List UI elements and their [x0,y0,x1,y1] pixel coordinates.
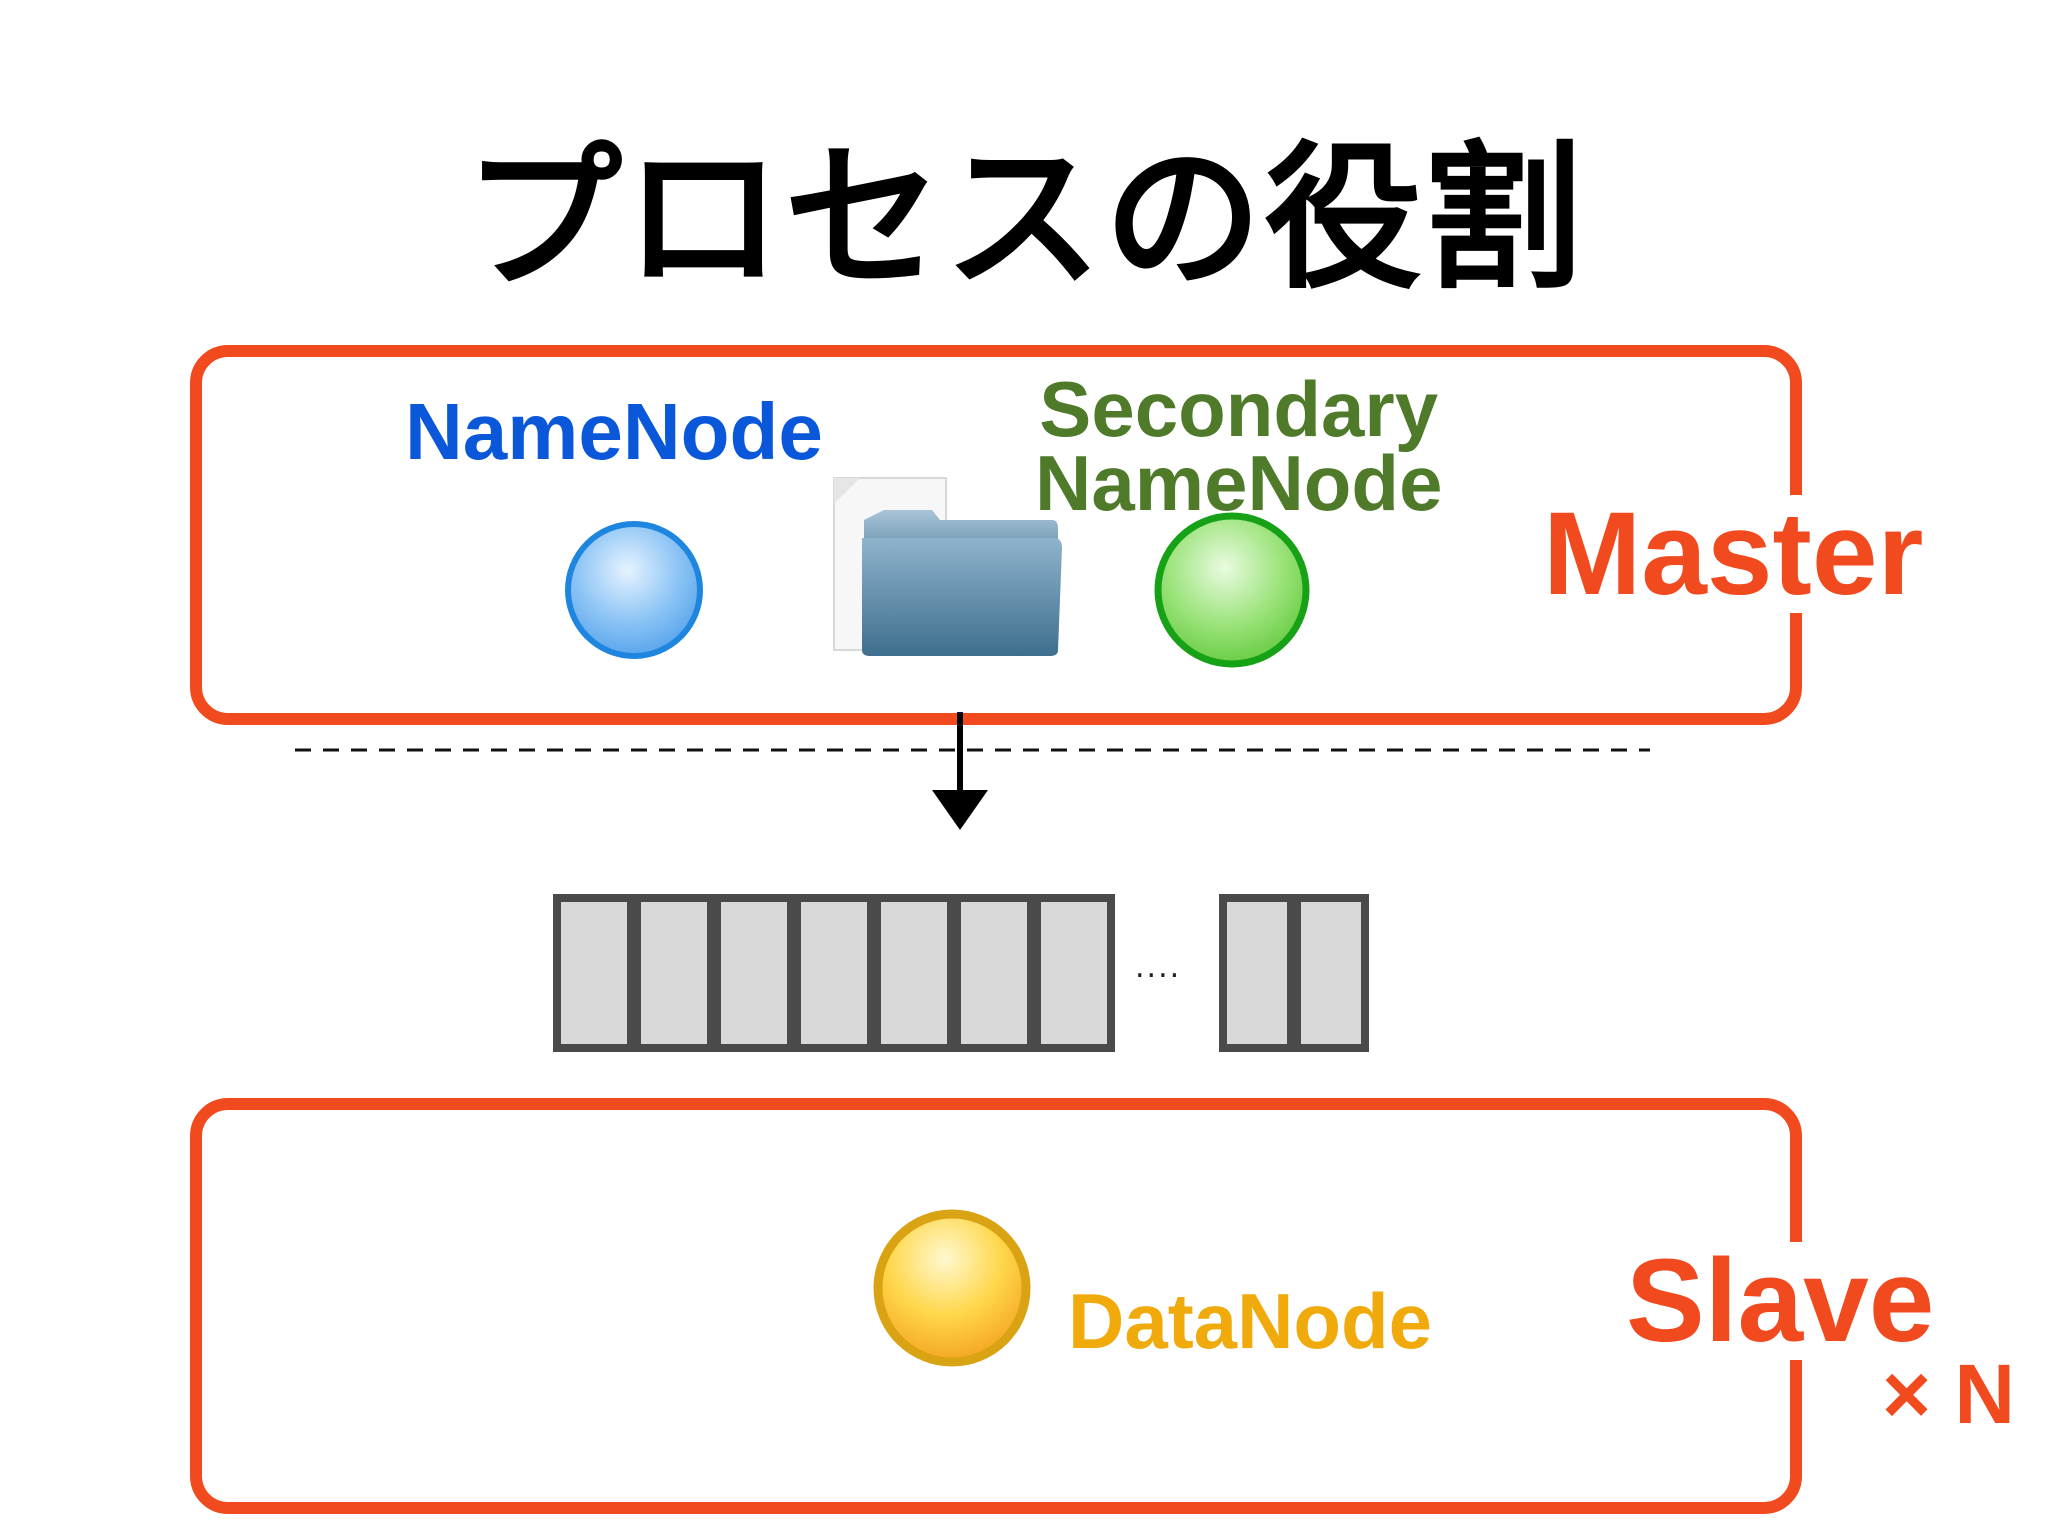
data-block [793,894,875,1052]
data-block [873,894,955,1052]
secondary-label-line2: NameNode [1035,439,1443,527]
data-block [713,894,795,1052]
master-label: Master [1535,495,1932,613]
block-group-right [1219,894,1369,1052]
folder-icon [833,477,1062,656]
namenode-label: NameNode [405,387,823,476]
data-block [553,894,635,1052]
slave-label: Slave [1620,1242,1941,1360]
page-title: プロセスの役割 [464,127,1584,311]
data-block [633,894,715,1052]
namenode-circle-icon [565,521,703,659]
slave-multiplier: × N [1878,1352,2020,1436]
datanode-circle-icon [873,1209,1031,1367]
data-block [1293,894,1369,1052]
data-block [953,894,1035,1052]
block-group-left [553,894,1115,1052]
blocks-ellipsis: .... [1135,950,1182,985]
master-box [190,345,1802,725]
datanode-label: DataNode [1068,1277,1433,1365]
secondary-namenode-label: Secondary NameNode [1035,365,1443,527]
data-block [1219,894,1295,1052]
down-arrow-icon [932,712,988,830]
secondary-namenode-circle-icon [1154,512,1310,668]
data-block [1033,894,1115,1052]
slave-box [190,1098,1802,1514]
secondary-label-line1: Secondary [1039,365,1439,453]
